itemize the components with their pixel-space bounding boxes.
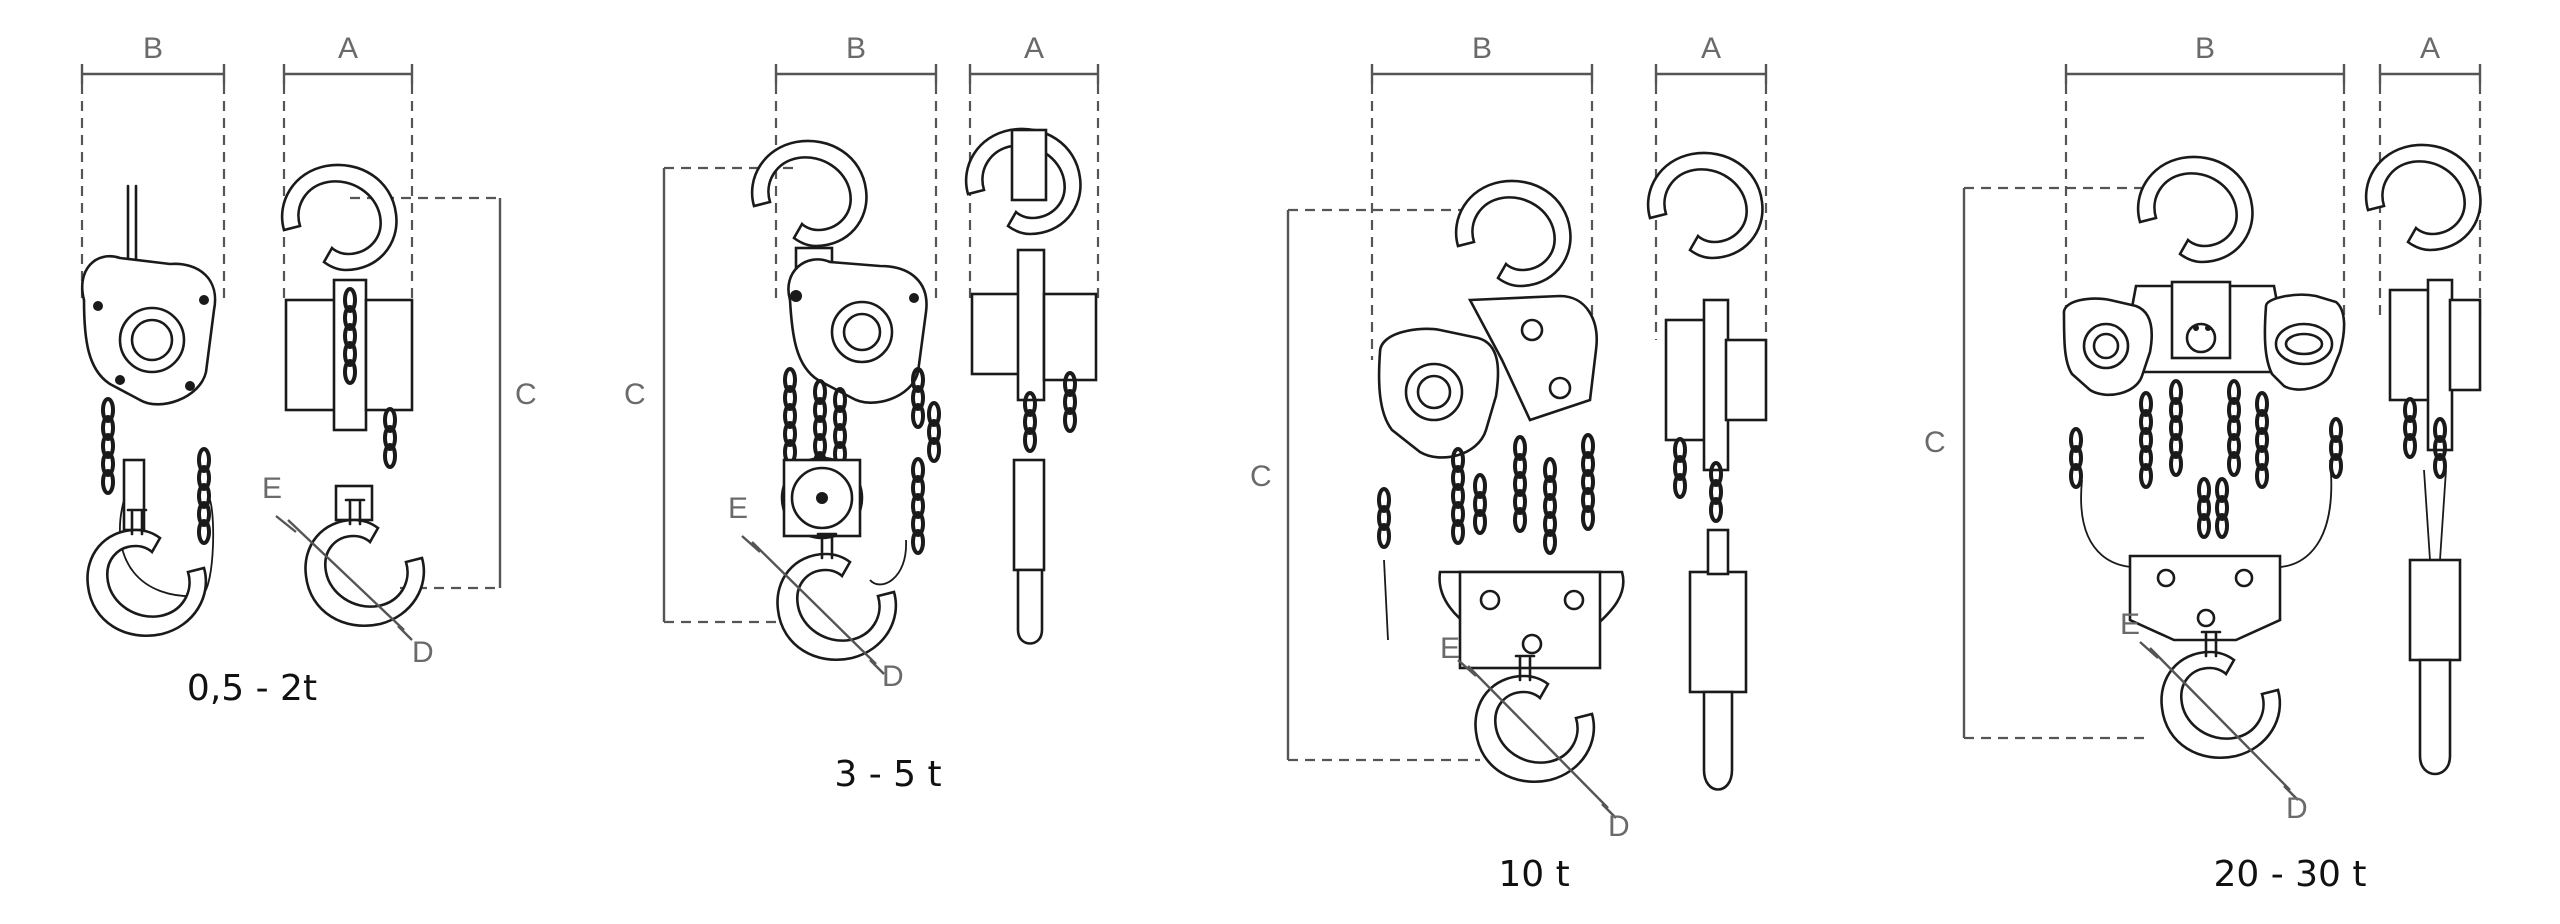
- hoist-side-view: [2364, 143, 2482, 776]
- hoist-front-view: [81, 184, 217, 638]
- hoist-group-large: B A C: [1250, 32, 1768, 895]
- label-d: D: [1608, 810, 1630, 843]
- label-c: C: [624, 378, 646, 411]
- caption-large: 10 t: [1498, 854, 1569, 895]
- hoist-side-view: [1646, 151, 1768, 791]
- hoist-front-view: [1377, 179, 1625, 784]
- hoist-side-view: [280, 163, 426, 628]
- label-b: B: [1472, 32, 1492, 65]
- label-c: C: [1250, 460, 1272, 493]
- hoist-side-view: [964, 127, 1098, 645]
- label-a: A: [1701, 32, 1721, 65]
- hoist-group-xlarge: B A C: [1924, 32, 2482, 895]
- label-e: E: [262, 472, 282, 505]
- hoist-group-medium: B A C: [624, 32, 1100, 795]
- caption-xlarge: 20 - 30 t: [2213, 854, 2366, 895]
- label-d: D: [882, 660, 904, 693]
- label-e: E: [728, 492, 748, 525]
- label-b: B: [2195, 32, 2215, 65]
- label-d: D: [412, 636, 434, 669]
- hoist-group-small: B A C: [80, 32, 537, 709]
- label-a: A: [2420, 32, 2440, 65]
- label-d: D: [2286, 792, 2308, 825]
- hoist-front-view: [750, 139, 939, 662]
- label-b: B: [846, 32, 866, 65]
- caption-medium: 3 - 5 t: [834, 754, 941, 795]
- hoist-front-view: [2062, 155, 2346, 760]
- label-a: A: [1024, 32, 1044, 65]
- caption-small: 0,5 - 2t: [187, 668, 317, 709]
- label-a: A: [338, 32, 358, 65]
- label-b: B: [143, 32, 163, 65]
- label-e: E: [2120, 608, 2140, 641]
- label-c: C: [1924, 426, 1946, 459]
- label-e: E: [1440, 632, 1460, 665]
- label-c: C: [515, 378, 537, 411]
